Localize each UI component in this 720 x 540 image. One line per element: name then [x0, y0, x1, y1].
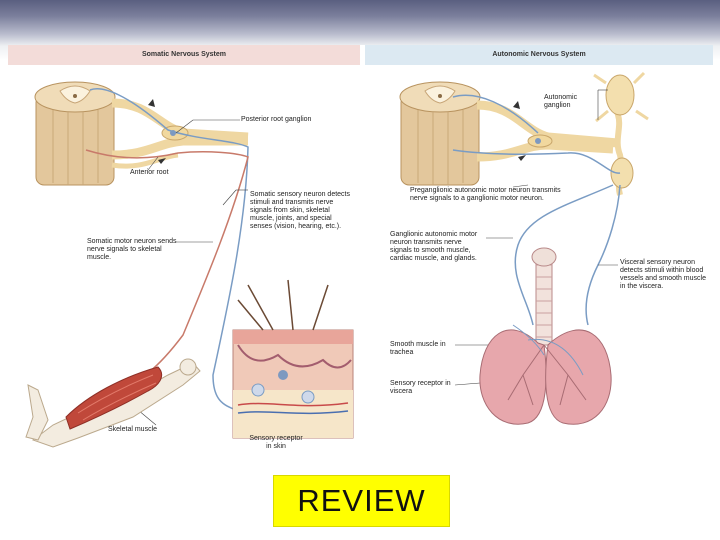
autonomic-spinal-cord [400, 82, 480, 185]
trachea-and-lungs [480, 248, 611, 424]
review-label: REVIEW [297, 483, 425, 519]
somatic-arrow-up [148, 99, 155, 107]
visceral-sensory-pathway [586, 185, 620, 325]
autonomic-arrow-up [513, 101, 520, 109]
label-sensory-receptor-viscera: Sensory receptor in viscera [390, 380, 460, 396]
autonomic-arrow-right [518, 155, 526, 161]
label-anterior-root: Anterior root [130, 169, 210, 177]
label-visceral-sensory-neuron: Visceral sensory neuron detects stimuli … [620, 259, 710, 291]
label-posterior-root-ganglion: Posterior root ganglion [241, 116, 341, 124]
somatic-nerve-roots [112, 103, 248, 166]
label-sensory-receptor-skin: Sensory receptor in skin [246, 435, 306, 451]
autonomic-nerve-roots [477, 105, 618, 157]
label-smooth-muscle-trachea: Smooth muscle in trachea [390, 341, 455, 357]
label-skeletal-muscle: Skeletal muscle [108, 426, 188, 434]
label-ganglionic-neuron: Ganglionic autonomic motor neuron transm… [390, 231, 485, 263]
label-somatic-motor-neuron: Somatic motor neuron sends nerve signals… [87, 238, 179, 262]
label-somatic-sensory-neuron: Somatic sensory neuron detects stimuli a… [250, 191, 355, 231]
nervous-system-figure: Somatic Nervous System Autonomic Nervous… [8, 45, 713, 457]
skin-cross-section [233, 280, 353, 438]
label-autonomic-ganglion: Autonomic ganglion [544, 94, 599, 110]
autonomic-ganglion-chain [594, 73, 648, 195]
ganglionic-pathway [515, 185, 613, 325]
review-banner: REVIEW [273, 475, 450, 527]
somatic-spinal-cord [35, 82, 115, 185]
label-preganglionic-neuron: Preganglionic autonomic motor neuron tra… [410, 187, 575, 203]
